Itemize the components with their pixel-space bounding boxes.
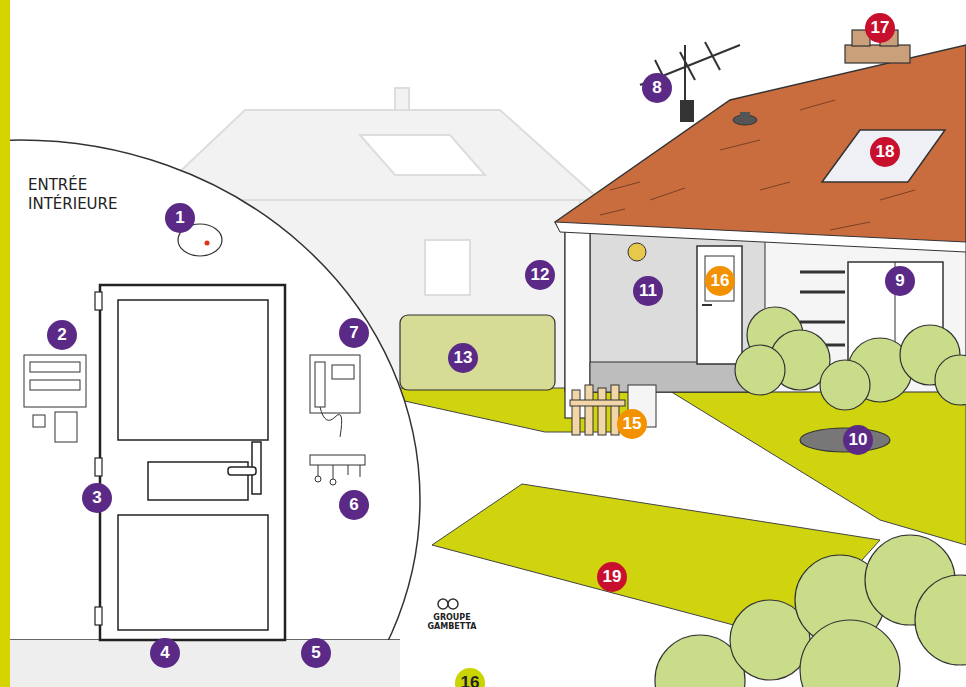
roof xyxy=(555,45,966,250)
wall-lamp xyxy=(628,243,646,261)
floor xyxy=(0,640,400,687)
callout-number: 9 xyxy=(885,266,915,296)
intercom xyxy=(310,355,360,437)
electrical-panel xyxy=(24,355,86,442)
callout-number: 16 xyxy=(455,668,485,687)
tv-antenna xyxy=(640,42,740,105)
door-panel xyxy=(118,515,268,630)
gutter xyxy=(555,222,966,252)
callout-number: 2 xyxy=(47,320,77,350)
inset-title: ENTRÉE INTÉRIEURE xyxy=(28,176,138,214)
callout-number: 16 xyxy=(705,266,735,296)
side-bar xyxy=(0,0,10,687)
antenna-mast xyxy=(680,100,694,122)
roof-vent xyxy=(740,112,750,120)
callout-number: 18 xyxy=(870,137,900,167)
key-holder xyxy=(310,455,365,485)
door-panel xyxy=(118,300,268,440)
callout-number: 8 xyxy=(642,73,672,103)
callout-number: 6 xyxy=(339,490,369,520)
callout-number: 19 xyxy=(597,562,627,592)
inset-circle xyxy=(0,140,420,687)
callout-number: 7 xyxy=(339,318,369,348)
door-glass xyxy=(705,256,734,301)
front-door xyxy=(697,246,742,364)
logo-text: GROUPE GAMBETTA xyxy=(426,613,478,631)
callout-number: 11 xyxy=(633,276,663,306)
callout-number: 5 xyxy=(301,638,331,668)
callout-number: 15 xyxy=(617,409,647,439)
door xyxy=(100,285,285,640)
callout-number: 12 xyxy=(525,260,555,290)
callout-number: 4 xyxy=(150,638,180,668)
skylight xyxy=(822,130,945,182)
door-handle xyxy=(702,304,712,306)
detector-led xyxy=(205,241,210,246)
callout-number: 13 xyxy=(448,343,478,373)
lawn xyxy=(400,388,966,640)
logo-symbol xyxy=(438,599,458,609)
hinge xyxy=(95,292,102,625)
door-handle xyxy=(228,467,256,475)
callout-number: 10 xyxy=(843,425,873,455)
callout-number: 3 xyxy=(82,483,112,513)
callout-number: 1 xyxy=(165,203,195,233)
callout-number: 17 xyxy=(865,13,895,43)
hedge xyxy=(400,315,555,390)
bush xyxy=(655,307,966,687)
